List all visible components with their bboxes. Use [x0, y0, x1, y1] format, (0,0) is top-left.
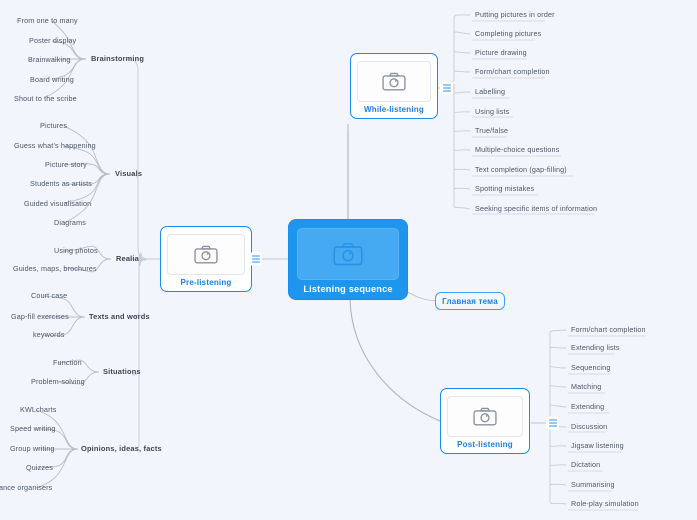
- node-post-listening[interactable]: Post-listening: [440, 388, 530, 454]
- branch-label-opinions-ideas-facts[interactable]: Opinions, ideas, facts: [81, 444, 162, 453]
- list-item[interactable]: Students as artists: [30, 179, 92, 188]
- list-item[interactable]: Sequencing: [571, 363, 611, 372]
- node-main-topic[interactable]: Главная тема: [435, 292, 505, 310]
- list-item[interactable]: Court case: [31, 291, 68, 300]
- node-while-listening[interactable]: While-listening: [350, 53, 438, 119]
- list-item[interactable]: KWLcharts: [20, 405, 57, 414]
- list-item[interactable]: From one to many: [17, 16, 78, 25]
- list-item[interactable]: Quizzes: [26, 463, 54, 472]
- pre-listening-label: Pre-listening: [180, 278, 232, 287]
- post-listening-thumbnail: [447, 396, 523, 437]
- pre-listening-thumbnail: [167, 234, 245, 275]
- list-item[interactable]: True/false: [475, 126, 509, 135]
- list-item[interactable]: Problem-solving: [31, 377, 85, 386]
- list-item[interactable]: Gap-fill exercises: [11, 312, 69, 321]
- camera-icon: [473, 407, 497, 426]
- collapse-toggle-pre-listening[interactable]: [249, 252, 262, 266]
- while-listening-label: While-listening: [364, 105, 424, 114]
- branch-label-realia[interactable]: Realia: [116, 254, 139, 263]
- camera-icon: [382, 72, 406, 91]
- central-node-label: Listening sequence: [303, 284, 393, 294]
- list-item[interactable]: Dictation: [571, 460, 601, 469]
- list-item[interactable]: Guided visualisation: [24, 199, 92, 208]
- post-listening-label: Post-listening: [457, 440, 513, 449]
- list-item[interactable]: Discussion: [571, 422, 608, 431]
- branch-label-brainstorming[interactable]: Brainstorming: [91, 54, 145, 63]
- list-item[interactable]: keywords: [33, 330, 65, 339]
- list-item[interactable]: Pictures: [40, 121, 68, 130]
- list-item[interactable]: Speed writing: [10, 424, 56, 433]
- central-node-thumbnail: [297, 228, 399, 280]
- list-item[interactable]: Picture story: [45, 160, 87, 169]
- list-item[interactable]: Matching: [571, 382, 602, 391]
- list-item[interactable]: Jigsaw listening: [571, 441, 624, 450]
- list-item[interactable]: Shout to the scribe: [14, 94, 77, 103]
- list-item[interactable]: Completing pictures: [475, 29, 542, 38]
- camera-icon: [333, 242, 363, 266]
- while-listening-thumbnail: [357, 61, 431, 102]
- list-item[interactable]: Form/chart completion: [571, 325, 646, 334]
- list-item[interactable]: Brainwalking: [28, 55, 71, 64]
- branch-label-texts-and-words[interactable]: Texts and words: [89, 312, 150, 321]
- list-item[interactable]: Using photos: [54, 246, 98, 255]
- central-node[interactable]: Listening sequence: [288, 219, 408, 300]
- list-item[interactable]: Guess what's happening: [14, 141, 96, 150]
- list-item[interactable]: Group writing: [10, 444, 55, 453]
- collapse-toggle-while-listening[interactable]: [440, 81, 453, 95]
- list-item[interactable]: Labelling: [475, 87, 506, 96]
- list-item[interactable]: Guides, maps, brochures: [13, 264, 97, 273]
- list-item[interactable]: Using lists: [475, 107, 510, 116]
- collapse-toggle-post-listening[interactable]: [546, 416, 559, 430]
- branch-label-visuals[interactable]: Visuals: [115, 169, 143, 178]
- list-item[interactable]: Function: [53, 358, 82, 367]
- list-item[interactable]: ance organisers: [0, 483, 53, 492]
- list-item[interactable]: Role-play simulation: [571, 499, 639, 508]
- list-item[interactable]: Text completion (gap-filling): [475, 165, 567, 174]
- camera-icon: [194, 245, 218, 264]
- list-item[interactable]: Extending lists: [571, 343, 620, 352]
- list-item[interactable]: Poster display: [29, 36, 77, 45]
- list-item[interactable]: Summarising: [571, 480, 615, 489]
- list-item[interactable]: Spotting mistakes: [475, 184, 535, 193]
- list-item[interactable]: Multiple-choice questions: [475, 145, 560, 154]
- list-item[interactable]: Extending: [571, 402, 605, 411]
- list-item[interactable]: Putting pictures in order: [475, 10, 555, 19]
- node-pre-listening[interactable]: Pre-listening: [160, 226, 252, 292]
- branch-label-situations[interactable]: Situations: [103, 367, 141, 376]
- list-item[interactable]: Board writing: [30, 75, 74, 84]
- list-item[interactable]: Seeking specific items of information: [475, 204, 598, 213]
- list-item[interactable]: Picture drawing: [475, 48, 527, 57]
- list-item[interactable]: Form/chart completion: [475, 67, 550, 76]
- list-item[interactable]: Diagrams: [54, 218, 86, 227]
